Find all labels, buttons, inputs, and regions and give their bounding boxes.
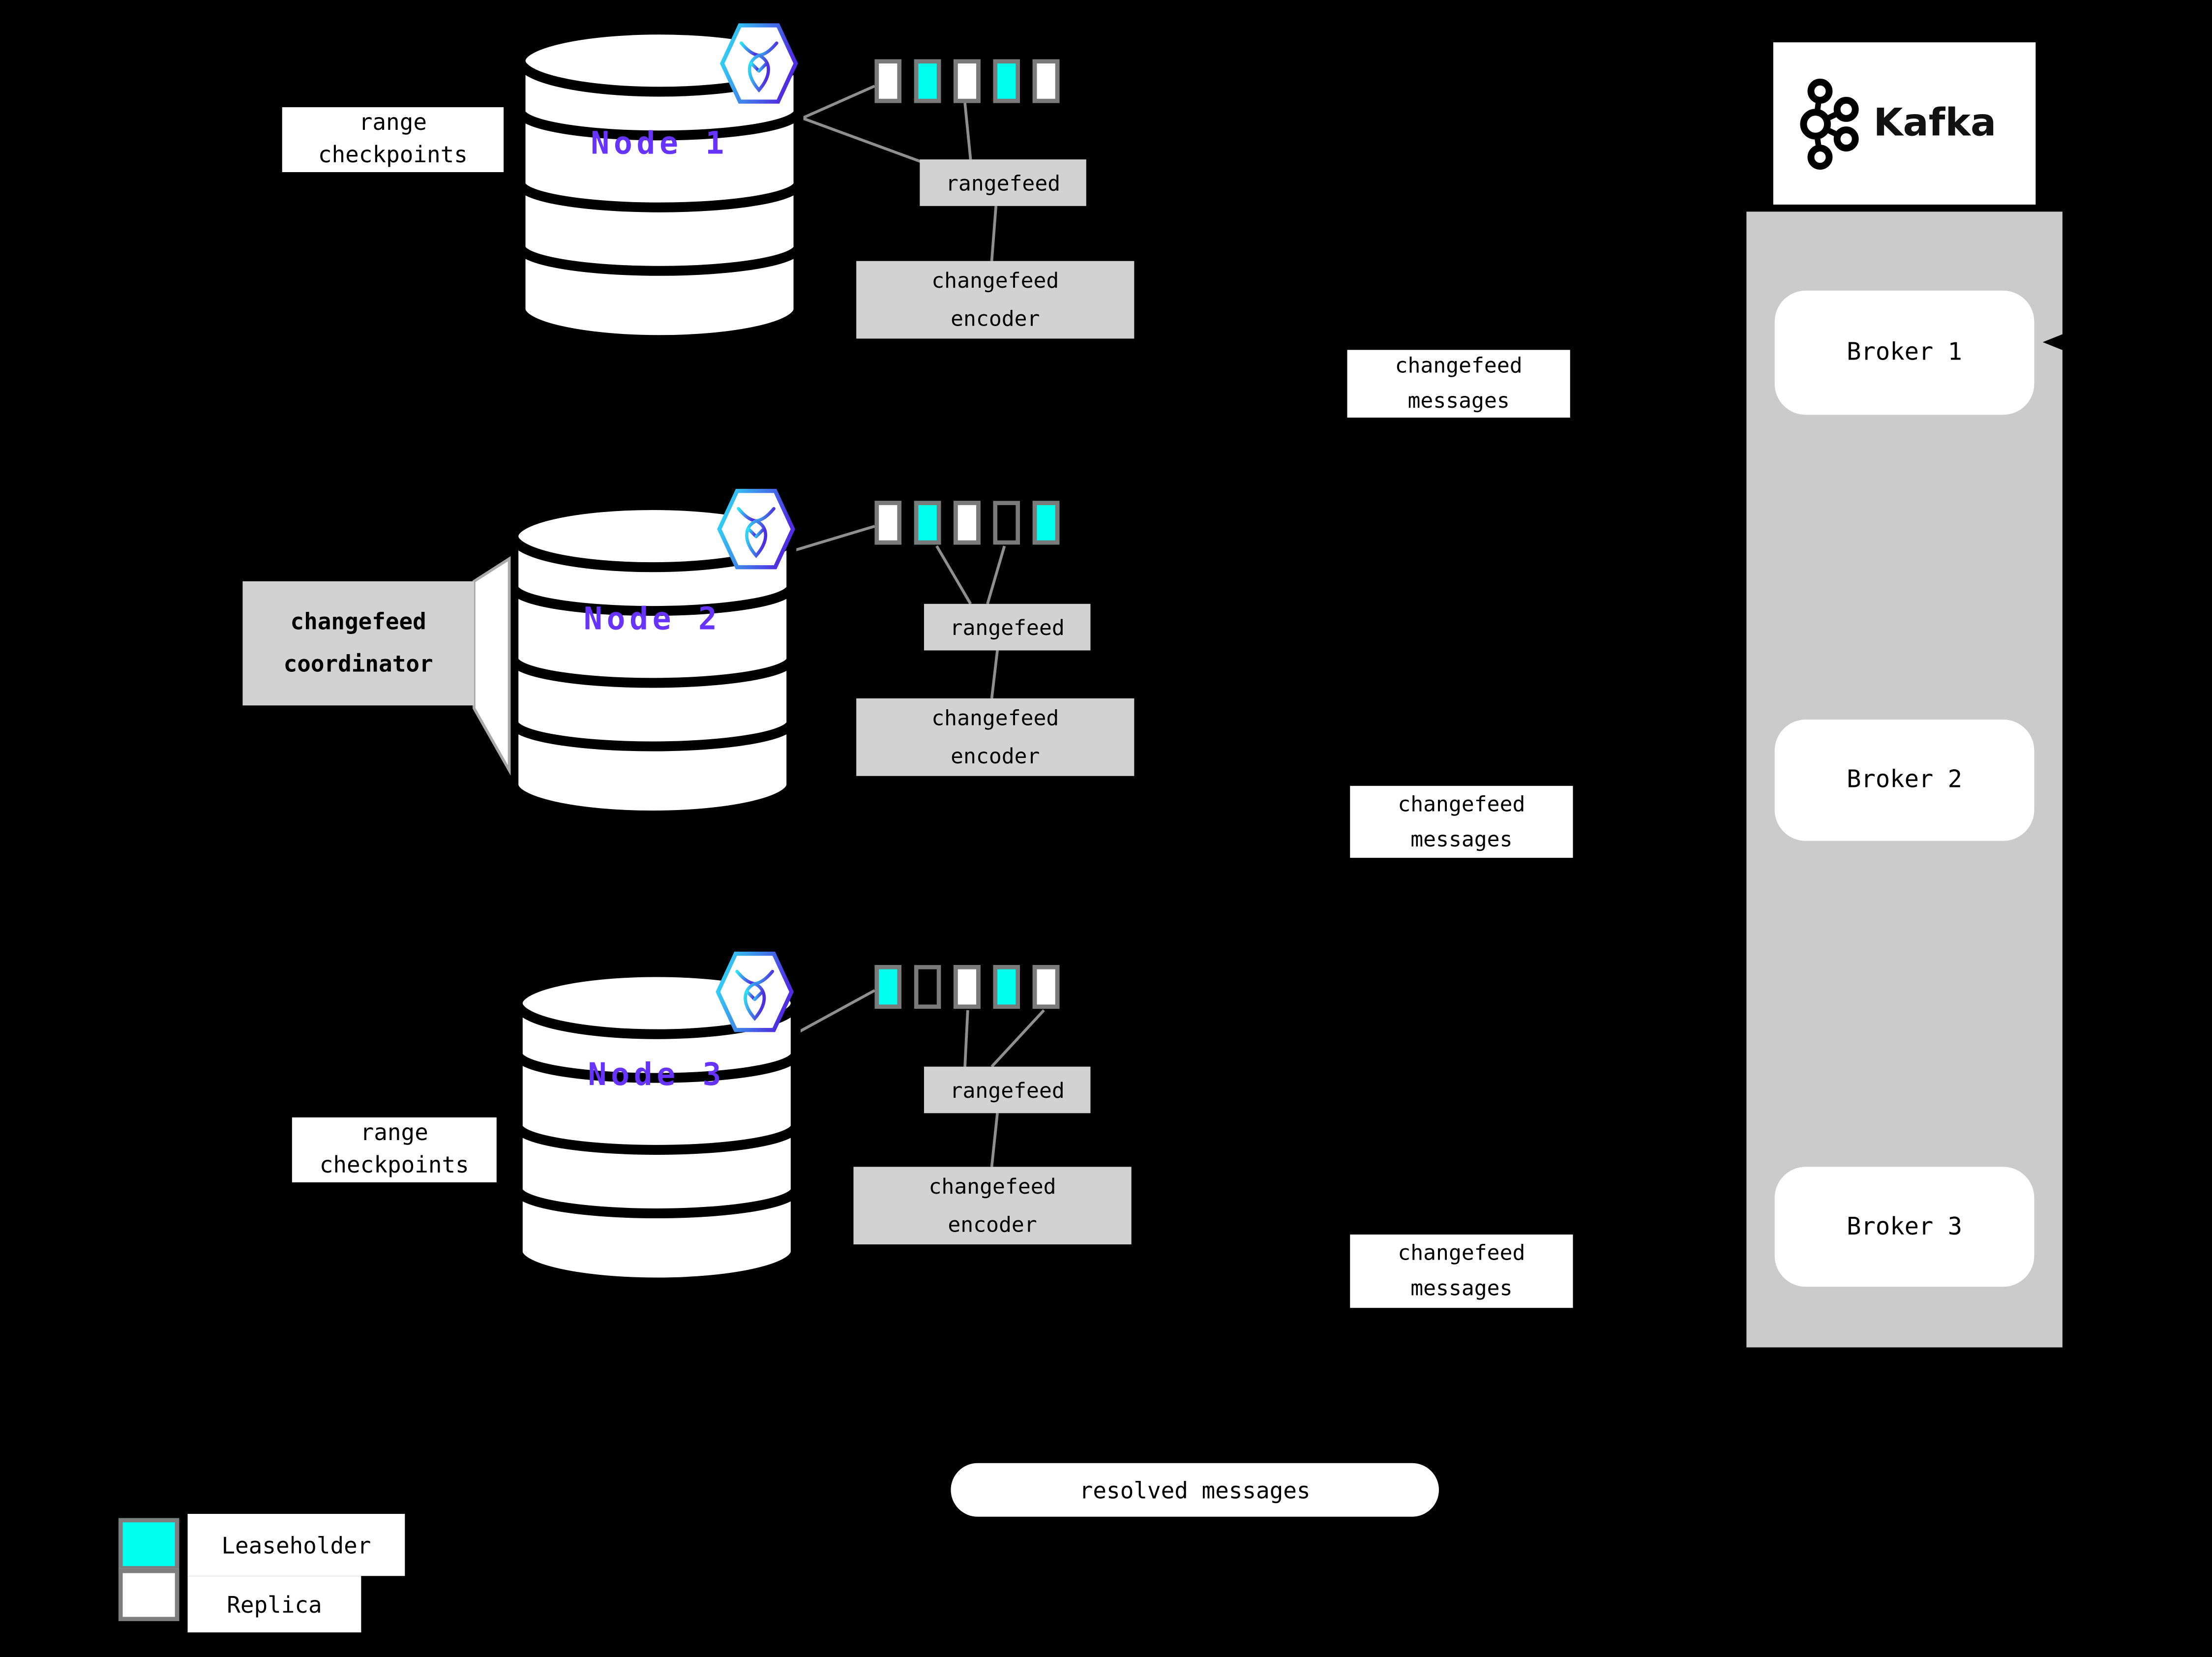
- range-slot-replica: [1032, 59, 1060, 103]
- changefeed-encoder-box-node3: changefeed encoder: [853, 1167, 1132, 1245]
- changefeed-encoder-box-node2: changefeed encoder: [856, 698, 1135, 776]
- connector-node2-leaseholder-to-rangefeed: [935, 545, 972, 605]
- legend-replica-swatch: [118, 1568, 179, 1622]
- kafka-logo-icon: [1800, 78, 1859, 169]
- range-slot-replica: [954, 59, 981, 103]
- connector-node2-replica-to-rangefeed: [986, 545, 1006, 604]
- changefeed-messages-label-3: changefeed messages: [1350, 1235, 1573, 1308]
- changefeed-encoder-box-node1: changefeed encoder: [856, 261, 1135, 339]
- range-slot-replica: [954, 501, 981, 545]
- rangefeed-box-node1: rangefeed: [920, 159, 1086, 206]
- range-slot-leaseholder: [1032, 501, 1060, 545]
- broker-3: Broker 3: [1774, 1167, 2034, 1287]
- rangefeed-box-node2: rangefeed: [924, 603, 1091, 651]
- changefeed-messages-label-1: changefeed messages: [1347, 350, 1570, 418]
- range-checkpoints-label-node1: range checkpoints: [282, 107, 504, 172]
- node1-range-replica-row: [874, 59, 1060, 103]
- range-slot-replica: [874, 59, 902, 103]
- connector-node1-rangefeed-to-encoder: [990, 206, 998, 261]
- range-slot-empty: [914, 965, 941, 1009]
- range-slot-empty: [993, 501, 1020, 545]
- legend-replica-label: Replica: [187, 1576, 361, 1632]
- range-slot-leaseholder: [993, 59, 1020, 103]
- kafka-card: Kafka: [1773, 42, 2036, 205]
- legend-leaseholder-swatch: [118, 1518, 179, 1570]
- range-slot-leaseholder: [874, 965, 902, 1009]
- broker-1: Broker 1: [1774, 290, 2034, 415]
- node2-range-replica-row: [874, 501, 1060, 545]
- range-slot-leaseholder: [993, 965, 1020, 1009]
- cockroachdb-hexagon-icon: [719, 23, 798, 104]
- node3-label: Node 3: [588, 1058, 726, 1094]
- changefeed-messages-label-2: changefeed messages: [1350, 785, 1573, 858]
- range-slot-leaseholder: [914, 501, 941, 545]
- range-slot-replica: [1032, 965, 1060, 1009]
- rangefeed-box-node3: rangefeed: [924, 1066, 1091, 1114]
- changefeed-coordinator-label: changefeed coordinator: [242, 581, 474, 706]
- cockroachdb-hexagon-icon: [717, 489, 795, 570]
- node2-label: Node 2: [583, 602, 721, 638]
- range-slot-replica: [874, 501, 902, 545]
- kafka-title: Kafka: [1873, 101, 1997, 146]
- range-checkpoints-label-node3: range checkpoints: [292, 1117, 497, 1182]
- node3-range-replica-row: [874, 965, 1060, 1009]
- node1-label: Node 1: [591, 127, 728, 162]
- connector-node3-rangefeed-to-encoder: [990, 1113, 999, 1167]
- legend-leaseholder-label: Leaseholder: [187, 1514, 405, 1576]
- resolved-messages-pill: resolved messages: [951, 1463, 1439, 1517]
- connector-node3-replica-to-rangefeed: [963, 1010, 969, 1067]
- connector-node1-replica-to-rangefeed: [963, 103, 972, 160]
- connector-node3-replica2-to-rangefeed: [990, 1009, 1045, 1068]
- connector-node2-rangefeed-to-encoder: [990, 650, 999, 699]
- range-slot-leaseholder: [914, 59, 941, 103]
- range-slot-replica: [954, 965, 981, 1009]
- broker-2: Broker 2: [1774, 719, 2034, 841]
- cockroachdb-hexagon-icon: [716, 951, 794, 1032]
